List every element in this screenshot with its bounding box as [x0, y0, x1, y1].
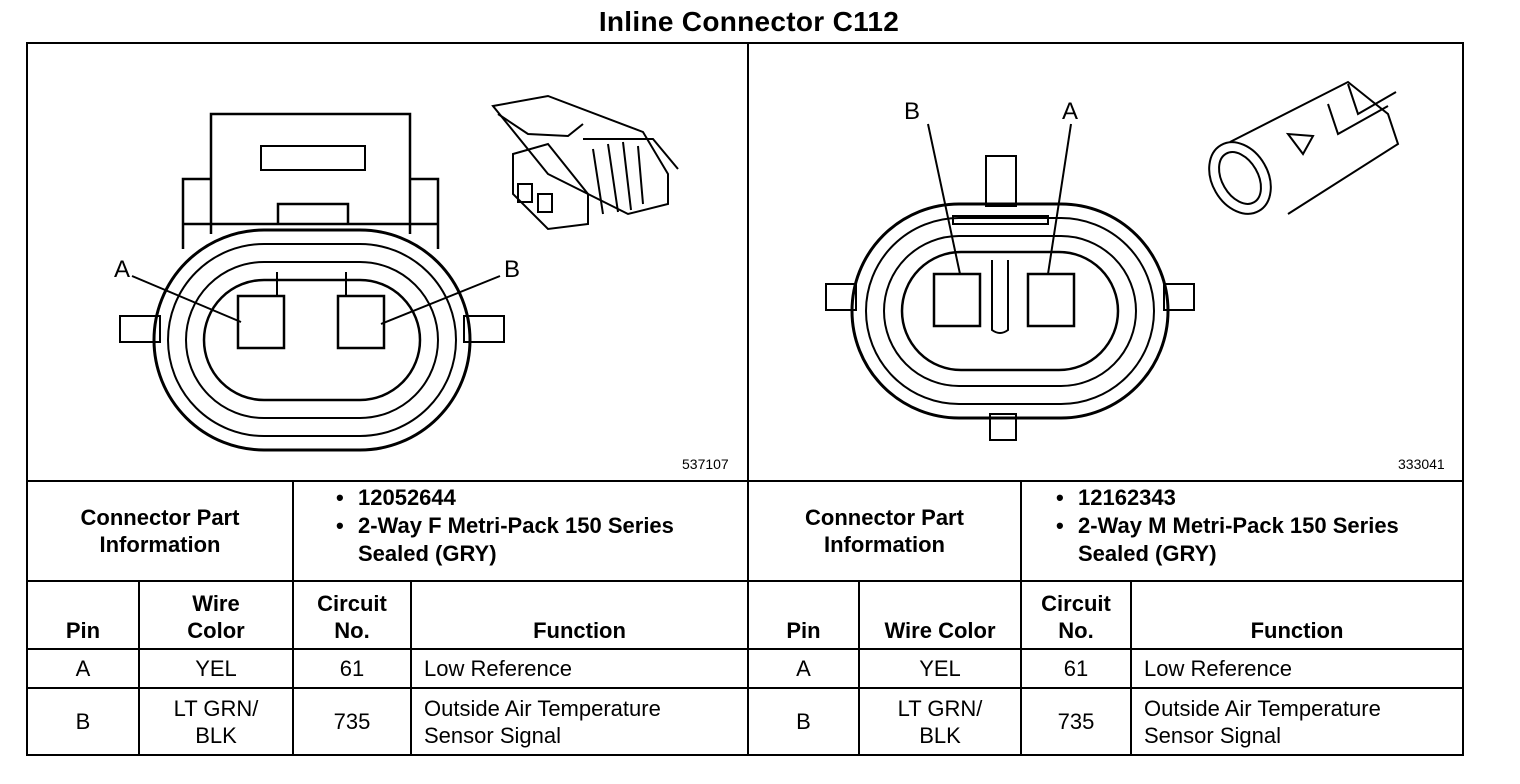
cell-circuit: 735 — [1057, 709, 1095, 734]
cell-line: Sensor Signal — [1144, 722, 1281, 748]
cell-pin: B — [796, 709, 811, 734]
col-line — [410, 580, 412, 754]
pin-label-b: B — [904, 98, 921, 125]
cell-circuit: 61 — [1063, 656, 1089, 681]
header-circuit: Circuit No. — [294, 582, 410, 648]
info-split — [1020, 480, 1022, 580]
connector-frame: 537107 A B — [26, 42, 1464, 756]
header-circuit: Circuit No. — [1022, 582, 1130, 648]
part-info-label: Connector Part Information — [749, 482, 1020, 580]
pin-label-a: A — [114, 256, 131, 283]
page-title: Inline Connector C112 — [598, 6, 900, 37]
cell-line: BLK — [919, 722, 961, 748]
male-connector-panel: 333041 B A — [748, 44, 1464, 480]
col-line — [138, 580, 140, 754]
part-info-label: Connector Part Information — [28, 482, 292, 580]
col-line — [1130, 580, 1132, 754]
cell-circuit: 735 — [333, 709, 371, 734]
figure-number: 333041 — [1398, 456, 1445, 472]
cell-wire-color: LT GRN/ BLK — [140, 689, 292, 754]
col-line — [1020, 580, 1022, 754]
col-line — [292, 580, 294, 754]
part-number: 12052644 — [334, 484, 738, 512]
header-wire-color: Wire Color — [884, 618, 996, 643]
part-info-line: Connector Part — [805, 505, 964, 530]
cell-wire-color: YEL — [195, 656, 237, 681]
header-line: Circuit — [1041, 591, 1111, 616]
cell-line: LT GRN/ — [173, 695, 259, 721]
header-function: Function — [533, 618, 626, 643]
row-divider — [28, 687, 1462, 689]
cell-line: BLK — [195, 722, 237, 748]
cell-function: Low Reference — [1144, 656, 1292, 681]
cell-line: Sensor Signal — [424, 722, 561, 748]
pin-label-a: A — [1062, 98, 1079, 125]
header-line: Circuit — [317, 591, 387, 616]
part-info-line: Connector Part — [80, 505, 240, 530]
header-wire-color: Wire Color — [140, 582, 292, 648]
center-divider — [747, 44, 749, 754]
col-line — [858, 580, 860, 754]
cell-pin: A — [75, 656, 91, 681]
female-connector-panel: 537107 A B — [28, 44, 748, 480]
female-connector-drawing — [119, 94, 679, 452]
header-pin: Pin — [786, 618, 821, 643]
cell-pin: A — [796, 656, 811, 681]
drawing-divider — [28, 480, 1462, 482]
cell-function: Outside Air Temperature Sensor Signal — [412, 689, 747, 754]
cell-circuit: 61 — [339, 656, 365, 681]
info-divider — [28, 580, 1462, 582]
part-info-line: Information — [99, 532, 221, 557]
part-info-line: Information — [824, 532, 945, 557]
part-description: 2-Way F Metri-Pack 150 Series Sealed (GR… — [334, 512, 738, 568]
pin-label-b: B — [504, 256, 521, 283]
header-line: Color — [187, 618, 245, 643]
part-bullets: 12162343 2-Way M Metri-Pack 150 Series S… — [1054, 484, 1468, 568]
part-description: 2-Way M Metri-Pack 150 Series Sealed (GR… — [1054, 512, 1468, 568]
cell-line: Outside Air Temperature — [424, 695, 661, 721]
figure-number: 537107 — [682, 456, 729, 472]
part-bullets: 12052644 2-Way F Metri-Pack 150 Series S… — [334, 484, 738, 568]
cell-line: LT GRN/ — [897, 695, 983, 721]
cell-wire-color: YEL — [919, 656, 961, 681]
header-line: No. — [334, 618, 370, 643]
cell-function: Low Reference — [424, 656, 572, 681]
cell-line: Outside Air Temperature — [1144, 695, 1381, 721]
info-split — [292, 480, 294, 580]
header-function: Function — [1250, 618, 1344, 643]
cell-pin: B — [75, 709, 91, 734]
header-pin: Pin — [65, 618, 101, 643]
cell-wire-color: LT GRN/ BLK — [860, 689, 1020, 754]
male-connector-drawing — [825, 80, 1400, 441]
header-divider — [28, 648, 1462, 650]
header-line: No. — [1058, 618, 1094, 643]
header-line: Wire — [192, 591, 240, 616]
cell-function: Outside Air Temperature Sensor Signal — [1132, 689, 1462, 754]
part-number: 12162343 — [1054, 484, 1468, 512]
